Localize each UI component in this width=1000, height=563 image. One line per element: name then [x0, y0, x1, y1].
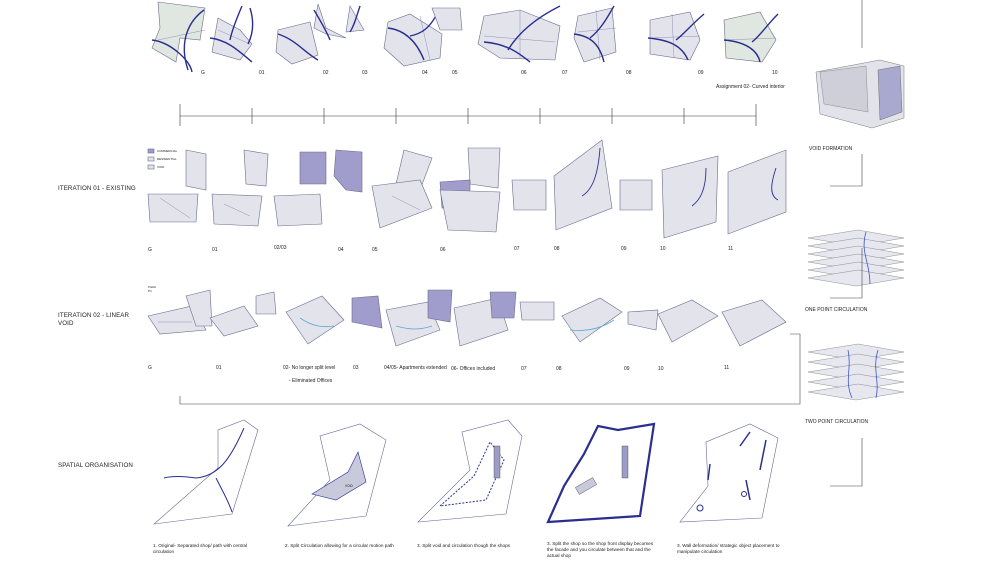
- it01-label-0203: 02/03: [274, 245, 287, 251]
- it01-label-09: 09: [621, 246, 627, 252]
- void-formation-label: VOID FORMATION: [809, 146, 853, 152]
- it02-label-09: 09: [624, 366, 630, 372]
- two-point-circulation-label: TWO POINT CIRCULATION: [805, 419, 869, 425]
- top-plans-row: [151, 1, 779, 73]
- label-top-01: 01: [259, 70, 265, 76]
- iteration02-heading-line2: VOID: [58, 320, 74, 327]
- label-top-05: 05: [452, 70, 458, 76]
- one-point-circulation-label: ONE POINT CIRCULATION: [805, 307, 868, 313]
- spatial-caption-3: 3. Split void and circulation though the…: [417, 543, 511, 548]
- iteration01-plans: [147, 139, 787, 239]
- spatial-caption-1: 1. Original- Separated shop/ path with c…: [153, 543, 248, 554]
- it02-legend-public: Public: [148, 285, 157, 289]
- it01-label-05: 05: [372, 247, 378, 253]
- it01-label-04: 04: [338, 247, 344, 253]
- top-plan-07: [573, 5, 617, 63]
- it01-label-11: 11: [728, 246, 734, 252]
- top-plan-09: [723, 11, 779, 63]
- iteration02-plans: [147, 289, 787, 347]
- top-plan-03: [313, 3, 365, 41]
- top-plan-04: [383, 7, 463, 67]
- it02-label-0405: 04/05- Apartments extended: [384, 365, 447, 371]
- label-top-10: 10: [772, 70, 778, 76]
- top-plan-06: [477, 5, 561, 63]
- spatial-caption-2: 2. Split Circulation allowing for a circ…: [285, 543, 394, 548]
- it01-label-06: 06: [440, 247, 446, 253]
- it01-label-08: 08: [554, 246, 560, 252]
- timeline: [179, 104, 757, 126]
- legend-residential: RESIDENTIAL: [157, 157, 177, 161]
- it02-label-03: 03: [353, 365, 359, 371]
- it02-label-07: 07: [521, 366, 527, 372]
- it02-label-11: 11: [724, 365, 730, 371]
- spatial-heading: SPATIAL ORGANISATION: [58, 462, 133, 469]
- connector-lines: [179, 0, 863, 487]
- it02-legend-private: Pri: [148, 289, 152, 293]
- legend-void: VOID: [157, 165, 165, 169]
- top-plan-08: [647, 11, 705, 61]
- spatial-void-label: VOID: [345, 484, 353, 488]
- it02-label-g: G: [148, 365, 152, 371]
- top-plan-g: [151, 1, 206, 73]
- top-plan-01: [209, 5, 253, 63]
- spatial-caption-4: 3. Split the shop so the shop front disp…: [547, 541, 654, 558]
- spatial-plans: [153, 419, 779, 527]
- iteration02-heading: ITERATION 02 - LINEAR: [58, 312, 130, 319]
- it02-label-10: 10: [658, 366, 664, 372]
- it01-label-07: 07: [514, 246, 520, 252]
- it01-label-10: 10: [660, 246, 666, 252]
- it02-label-08: 08: [556, 366, 562, 372]
- label-top-06: 06: [521, 70, 527, 76]
- label-top-04: 04: [422, 70, 428, 76]
- it01-label-01: 01: [212, 247, 218, 253]
- legend-commercial: COMMERCIAL: [157, 149, 178, 153]
- label-top-09: 09: [698, 70, 704, 76]
- label-top-03: 03: [362, 70, 368, 76]
- right-models: [807, 59, 905, 401]
- label-top-g: G: [201, 70, 205, 76]
- spatial-caption-5: 3. Wall deformation/ strategic object pl…: [677, 543, 780, 554]
- it02-label-06: 06- Offices included: [451, 366, 496, 372]
- iteration01-heading: ITERATION 01 - EXISTING: [58, 185, 136, 192]
- it02-label-02b: - Eliminated Offices: [289, 378, 333, 384]
- top-plan-02: [247, 7, 319, 65]
- it02-label-02: 02- No longer split level: [283, 365, 336, 371]
- label-top-02: 02: [323, 70, 329, 76]
- assignment-label: Assignment 02- Curved interior: [716, 84, 785, 90]
- it02-label-01: 01: [216, 365, 222, 371]
- label-top-08: 08: [626, 70, 632, 76]
- it01-label-g: G: [148, 247, 152, 253]
- label-top-07: 07: [562, 70, 568, 76]
